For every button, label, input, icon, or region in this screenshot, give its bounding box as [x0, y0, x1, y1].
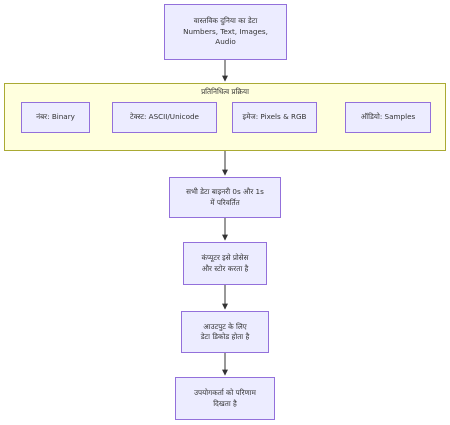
node-real-world-data: वास्तविक दुनिया का डेटा Numbers, Text, I… [164, 4, 287, 60]
cluster-representation-process: प्रतिनिधित्व प्रक्रिया नंबर: Binary टेक्… [4, 83, 446, 151]
cluster-title: प्रतिनिधित्व प्रक्रिया [201, 87, 249, 96]
node-decoding: आउटपुट के लिए डेटा डिकोड होता है [181, 311, 269, 353]
node-number-binary: नंबर: Binary [21, 102, 90, 133]
node-processing: कंप्यूटर इसे प्रोसेस और स्टोर करता है [183, 242, 267, 285]
node-image-pixels: इमेज: Pixels & RGB [232, 102, 317, 133]
node-result: उपयोगकर्ता को परिणाम दिखता है [175, 377, 275, 420]
node-audio-samples: ऑडियो: Samples [345, 102, 431, 133]
node-binary-conversion: सभी डेटा बाइनरी 0s और 1s में परिवर्तित [169, 177, 281, 218]
node-text-encoding: टेक्स्ट: ASCII/Unicode [112, 102, 217, 133]
